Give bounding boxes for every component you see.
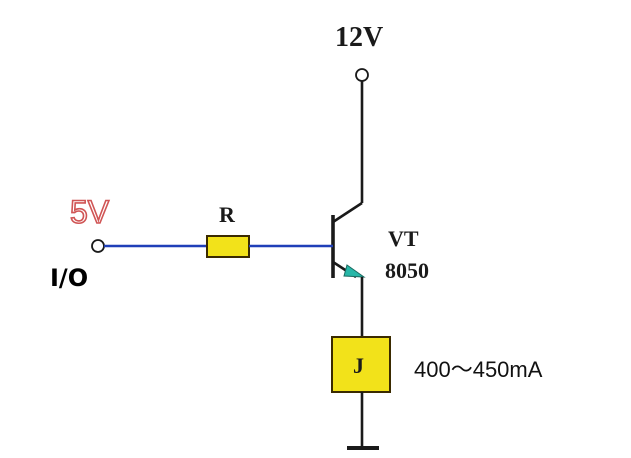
- transistor-part-label: 8050: [385, 258, 429, 283]
- input-voltage-label: 5V: [70, 194, 110, 230]
- resistor-label: R: [219, 202, 236, 227]
- supply-terminal: [355, 68, 369, 82]
- relay-coil-label: J: [353, 353, 364, 378]
- relay-coil: [331, 336, 391, 393]
- collector-lead: [332, 201, 363, 224]
- supply-voltage-label: 12V: [335, 22, 383, 53]
- io-pin-label: I/O: [50, 264, 88, 292]
- coil-current-label: 400～450mA: [414, 357, 543, 382]
- emitter-arrow: [343, 264, 366, 278]
- resistor: [206, 235, 250, 258]
- input-terminal: [91, 239, 105, 253]
- transistor-ref-label: VT: [388, 226, 419, 251]
